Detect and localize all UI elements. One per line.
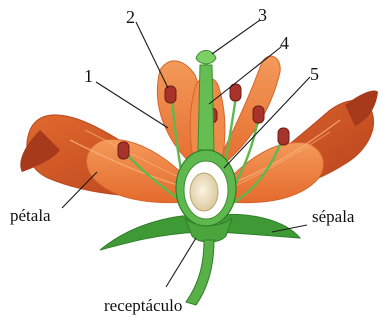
sepal-left [100, 215, 200, 250]
anther [118, 142, 129, 159]
label-4: 4 [280, 33, 289, 53]
sepals [100, 214, 300, 305]
label-1: 1 [84, 66, 93, 86]
stigma [196, 51, 216, 65]
ovule [190, 173, 218, 211]
leader-2 [136, 22, 168, 88]
label-5: 5 [310, 64, 319, 84]
label-petal: pétala [10, 206, 51, 225]
label-sepal: sépala [312, 207, 355, 226]
style [198, 65, 214, 150]
leader-3 [212, 20, 260, 54]
anther [165, 86, 176, 103]
label-3: 3 [258, 5, 267, 25]
label-2: 2 [126, 7, 135, 27]
label-receptacle: receptáculo [104, 296, 182, 315]
anther [278, 128, 289, 145]
flower-stem [186, 240, 214, 305]
anther [253, 106, 264, 123]
leader-receptacle [166, 238, 196, 287]
sepal-right [218, 214, 300, 238]
